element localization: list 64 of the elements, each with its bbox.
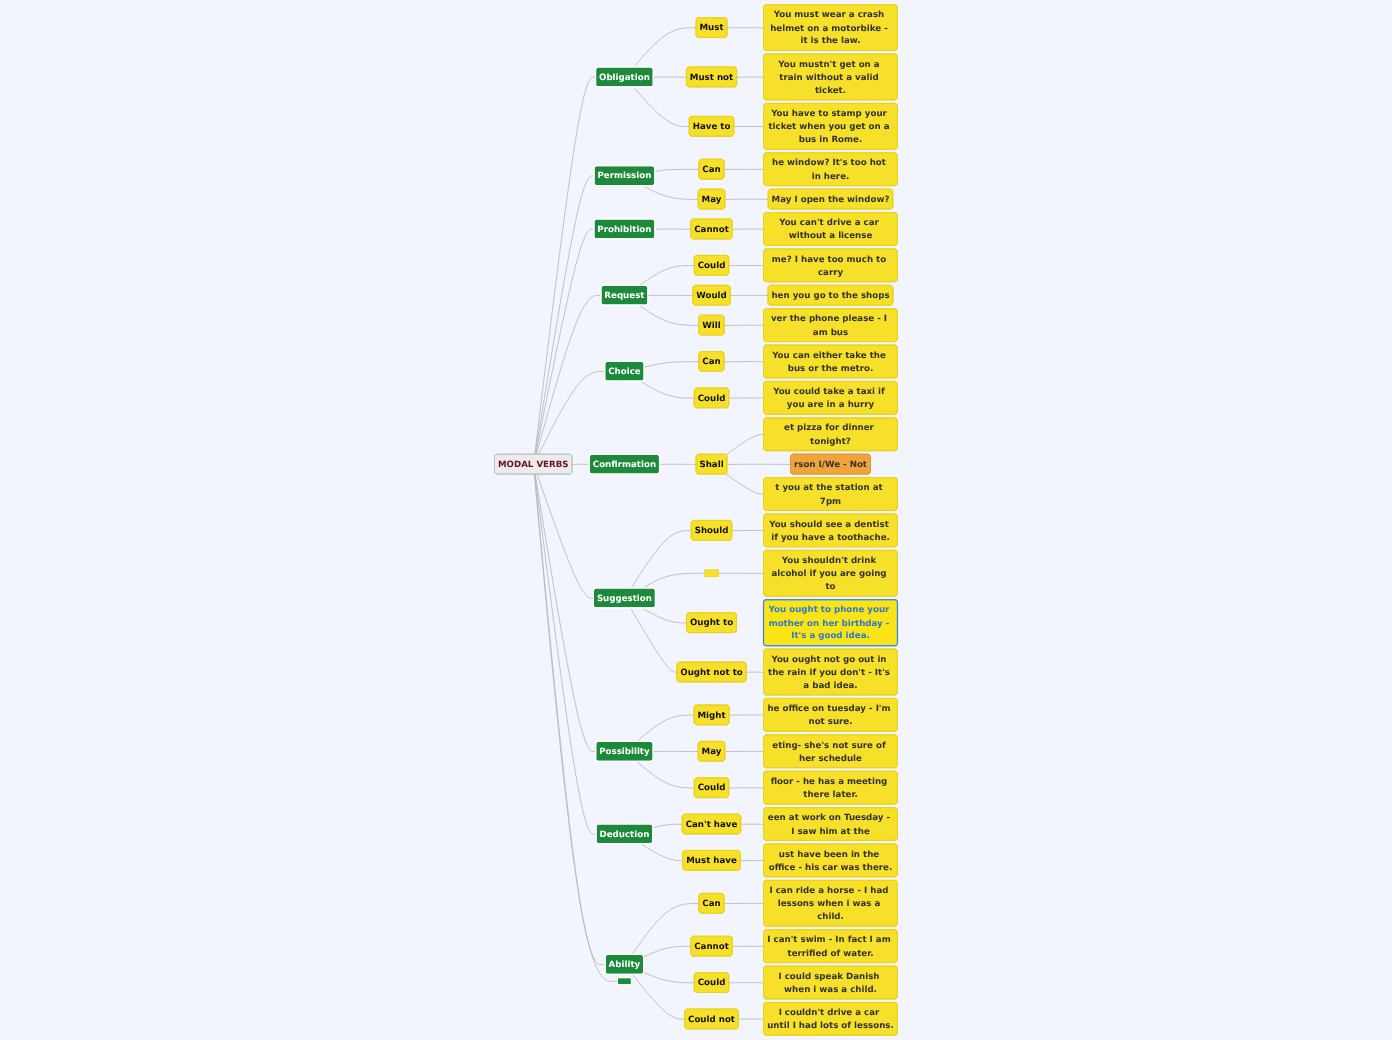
connector (736, 76, 765, 78)
connector (654, 168, 700, 172)
connector (630, 607, 678, 673)
connector (659, 463, 697, 465)
connector (718, 572, 765, 574)
node-box (616, 977, 632, 986)
connector (733, 126, 765, 128)
connector (536, 473, 595, 599)
connector (724, 168, 765, 170)
connector (636, 761, 695, 789)
connector (538, 371, 606, 455)
connector (636, 714, 695, 743)
connector (728, 982, 765, 984)
connector (738, 1018, 765, 1020)
connector (724, 750, 765, 752)
connector (534, 76, 597, 455)
connector (535, 228, 595, 455)
connector (653, 76, 688, 78)
connector (535, 295, 602, 455)
connector (654, 228, 692, 230)
connector (534, 473, 606, 966)
connector (732, 945, 765, 947)
node-box (704, 569, 719, 578)
connector (633, 86, 690, 128)
connector (640, 843, 684, 862)
connector (640, 381, 695, 399)
connector (730, 294, 769, 296)
connector (746, 671, 765, 673)
connector (652, 750, 699, 752)
connector (641, 607, 688, 624)
connector (728, 397, 765, 399)
connector (724, 902, 765, 904)
connector (642, 185, 699, 200)
connector (740, 823, 765, 825)
connector (647, 294, 694, 296)
connector (728, 714, 765, 716)
connector (534, 473, 597, 835)
connector (638, 305, 700, 326)
connector (643, 972, 695, 984)
connector (643, 361, 700, 368)
connector (728, 787, 765, 789)
connector (638, 265, 695, 286)
connector (630, 530, 692, 589)
connector (726, 463, 792, 465)
connector (725, 434, 765, 456)
connector (631, 903, 700, 956)
connector (732, 228, 765, 230)
connector (534, 473, 597, 752)
connector (724, 198, 769, 200)
connector (632, 974, 686, 1020)
connector (728, 265, 765, 267)
connector (643, 945, 692, 958)
connector (652, 823, 683, 829)
connector (641, 572, 706, 589)
connector (740, 860, 765, 862)
connector (571, 463, 591, 465)
connector (731, 530, 765, 532)
connector (726, 27, 765, 29)
connector (633, 27, 697, 68)
connector (724, 324, 765, 326)
connector (534, 473, 618, 982)
connector (534, 175, 595, 455)
connector (725, 473, 765, 495)
connector (724, 361, 765, 363)
